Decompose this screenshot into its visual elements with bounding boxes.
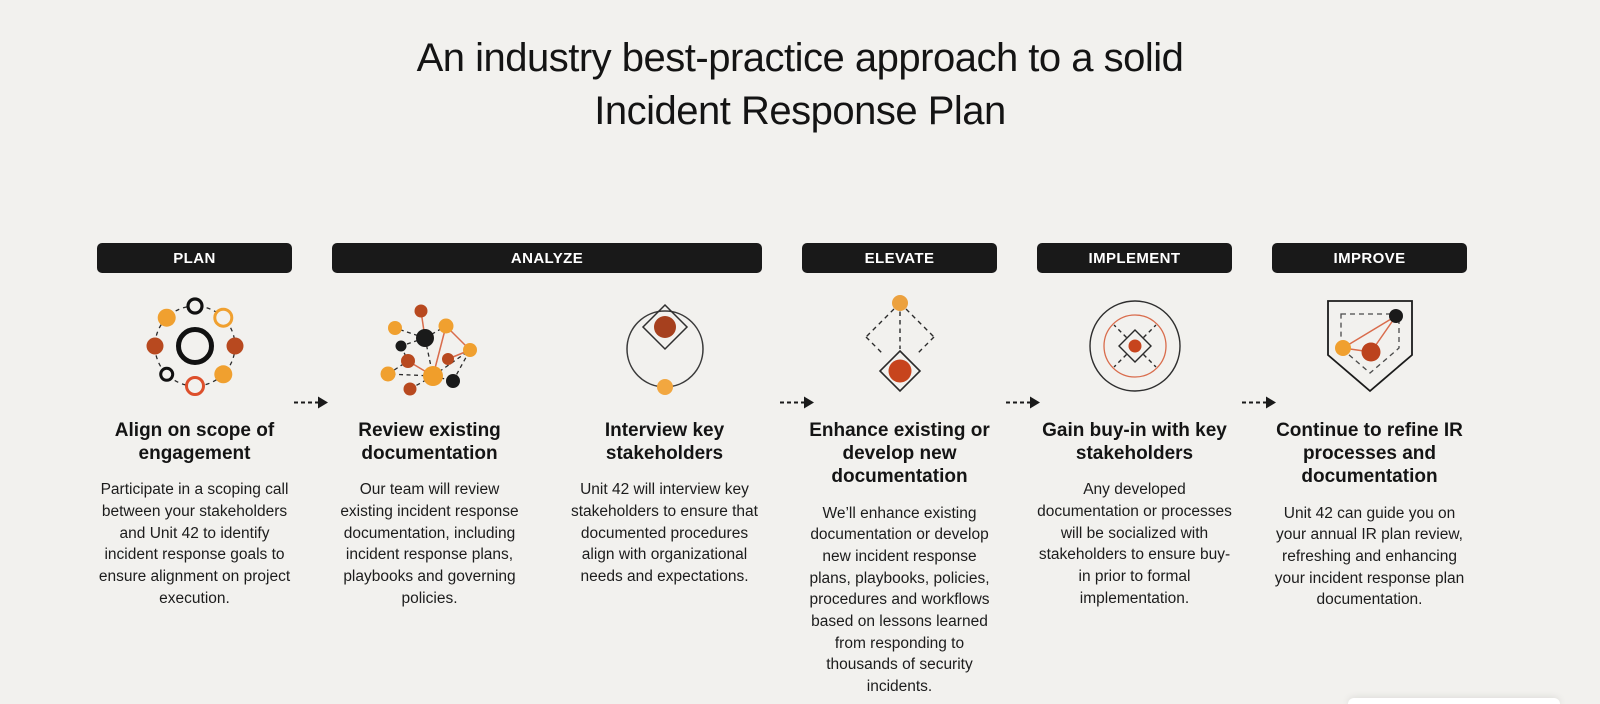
- step-heading: Interview key stakeholders: [604, 420, 725, 465]
- page-title: An industry best-practice approach to a …: [0, 32, 1600, 138]
- process-flow: PLAN Align: [97, 243, 1467, 698]
- phase-implement: IMPLEMENT: [1037, 243, 1232, 698]
- step-gain-buyin: Gain buy-in with key stakeholders Any de…: [1037, 273, 1232, 609]
- target-icon: [1075, 273, 1195, 419]
- flow-arrow-icon: [294, 396, 328, 409]
- phase-label-plan: PLAN: [97, 243, 292, 273]
- phase-label-implement: IMPLEMENT: [1037, 243, 1232, 273]
- step-body: Participate in a scoping call between yo…: [98, 481, 291, 607]
- phase-label-improve: IMPROVE: [1272, 243, 1467, 273]
- phase-elevate: ELEVATE: [802, 243, 997, 698]
- step-align-scope: Align on scope of engagement Participate…: [97, 273, 292, 609]
- step-review-documentation: Review existing documentation Our team w…: [332, 273, 527, 609]
- step-heading: Continue to refine IR processes and docu…: [1276, 420, 1463, 488]
- orbit-dots-icon: [135, 273, 255, 419]
- step-interview-stakeholders: Interview key stakeholders Unit 42 will …: [567, 273, 762, 609]
- step-enhance-documentation: Enhance existing or develop new document…: [802, 273, 997, 698]
- step-heading: Enhance existing or develop new document…: [809, 420, 990, 488]
- step-body: Unit 42 will interview key stakeholders …: [571, 481, 758, 586]
- flow-arrow-icon: [1242, 396, 1276, 409]
- network-graph-icon: [370, 273, 490, 419]
- step-body: Unit 42 can guide you on your annual IR …: [1274, 504, 1465, 609]
- shield-refine-icon: [1310, 273, 1430, 419]
- diamond-elevate-icon: [840, 273, 960, 419]
- step-refine-processes: Continue to refine IR processes and docu…: [1272, 273, 1467, 611]
- flow-arrow-icon: [1006, 396, 1040, 409]
- stakeholder-focus-icon: [605, 273, 725, 419]
- step-heading: Align on scope of engagement: [114, 420, 275, 465]
- page-title-line1: An industry best-practice approach to a …: [416, 36, 1184, 80]
- bottom-sheet-edge: [1348, 698, 1560, 704]
- phase-label-elevate: ELEVATE: [802, 243, 997, 273]
- step-body: Our team will review existing incident r…: [340, 481, 519, 607]
- phase-plan: PLAN Align: [97, 243, 292, 698]
- phase-improve: IMPROVE: [1272, 243, 1467, 698]
- phase-analyze: ANALYZE: [332, 243, 762, 698]
- step-heading: Gain buy-in with key stakeholders: [1042, 420, 1227, 465]
- step-body: We’ll enhance existing documentation or …: [809, 504, 990, 696]
- phase-label-analyze: ANALYZE: [332, 243, 762, 273]
- page-title-line2: Incident Response Plan: [594, 88, 1006, 133]
- flow-arrow-icon: [780, 396, 814, 409]
- step-heading: Review existing documentation: [358, 420, 501, 465]
- step-body: Any developed documentation or processes…: [1037, 481, 1232, 607]
